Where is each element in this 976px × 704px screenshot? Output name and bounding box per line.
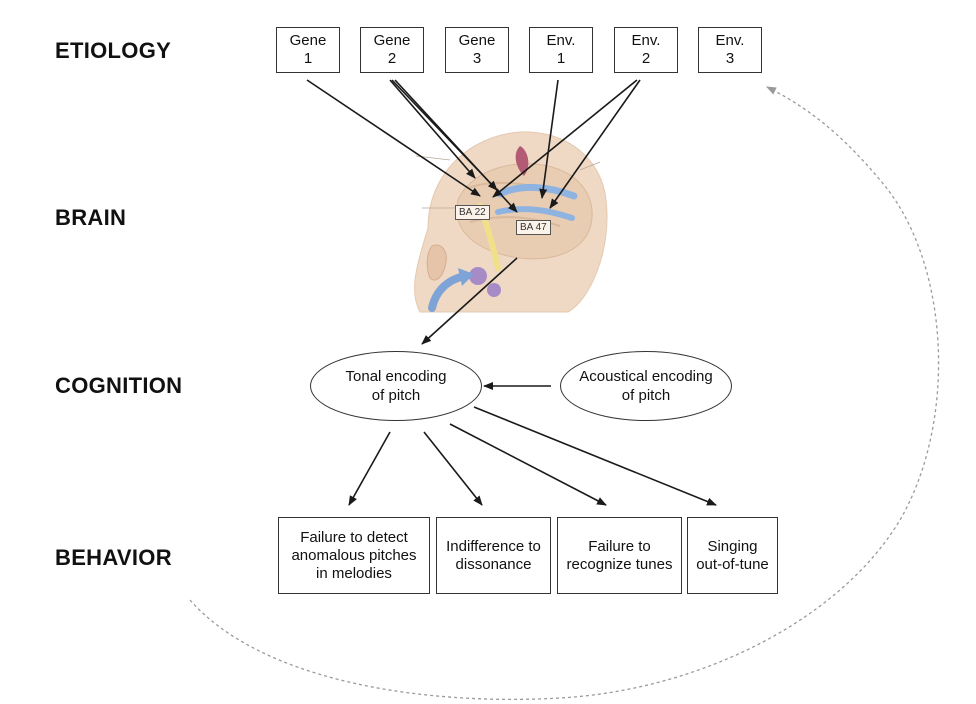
etiology-box-env-1: Env. 1	[529, 27, 593, 73]
blue-tract	[495, 206, 575, 221]
level-label-brain: BRAIN	[55, 205, 127, 230]
arrow-env2-to-ba47	[549, 79, 641, 209]
etiology-box-env-3: Env. 3	[698, 27, 762, 73]
etiology-box-gene-3: Gene 3	[445, 27, 509, 73]
sound-arrow-head	[458, 268, 474, 286]
behavior-box-singing: Singing out-of-tune	[687, 517, 778, 594]
arrow-tonal-to-indifference	[423, 431, 483, 506]
arrow-env2-to-brain	[492, 79, 638, 198]
blue-tract	[496, 183, 578, 200]
level-label-behavior: BEHAVIOR	[55, 545, 172, 570]
tiny-label-line	[579, 161, 601, 171]
arrow-brain-to-tonal	[421, 257, 518, 345]
behavior-box-failure-detect: Failure to detect anomalous pitches in m…	[278, 517, 430, 594]
etiology-box-gene-2: Gene 2	[360, 27, 424, 73]
arrow-tonal-to-failure-recognize	[449, 423, 607, 506]
cochlea-shape	[469, 267, 487, 285]
behavior-box-indifference: Indifference to dissonance	[436, 517, 551, 594]
arrow-tonal-to-singing	[473, 406, 717, 506]
etiology-box-env-2: Env. 2	[614, 27, 678, 73]
behavior-box-failure-recognize: Failure to recognize tunes	[557, 517, 682, 594]
ear-shape	[426, 244, 447, 281]
ellipse-tonal-encoding: Tonal encoding of pitch	[310, 351, 482, 421]
red-structure	[515, 146, 529, 176]
level-label-cognition: COGNITION	[55, 373, 183, 398]
ellipse-acoustical-encoding: Acoustical encoding of pitch	[560, 351, 732, 421]
brain-area-ba22: BA 22	[455, 205, 490, 220]
etiology-box-gene-1: Gene 1	[276, 27, 340, 73]
brain-area-ba47: BA 47	[516, 220, 551, 235]
arrow-gene1-to-ba22	[306, 79, 481, 197]
feedback-loop-arrow	[189, 86, 940, 700]
arrow-gene2-to-brain	[389, 79, 476, 179]
brain-illustration	[414, 131, 608, 313]
arrow-env1-to-brain	[539, 79, 559, 199]
level-label-etiology: ETIOLOGY	[55, 38, 172, 63]
arrow-tonal-to-failure-detect	[348, 431, 391, 506]
cochlea-shape	[487, 283, 501, 297]
